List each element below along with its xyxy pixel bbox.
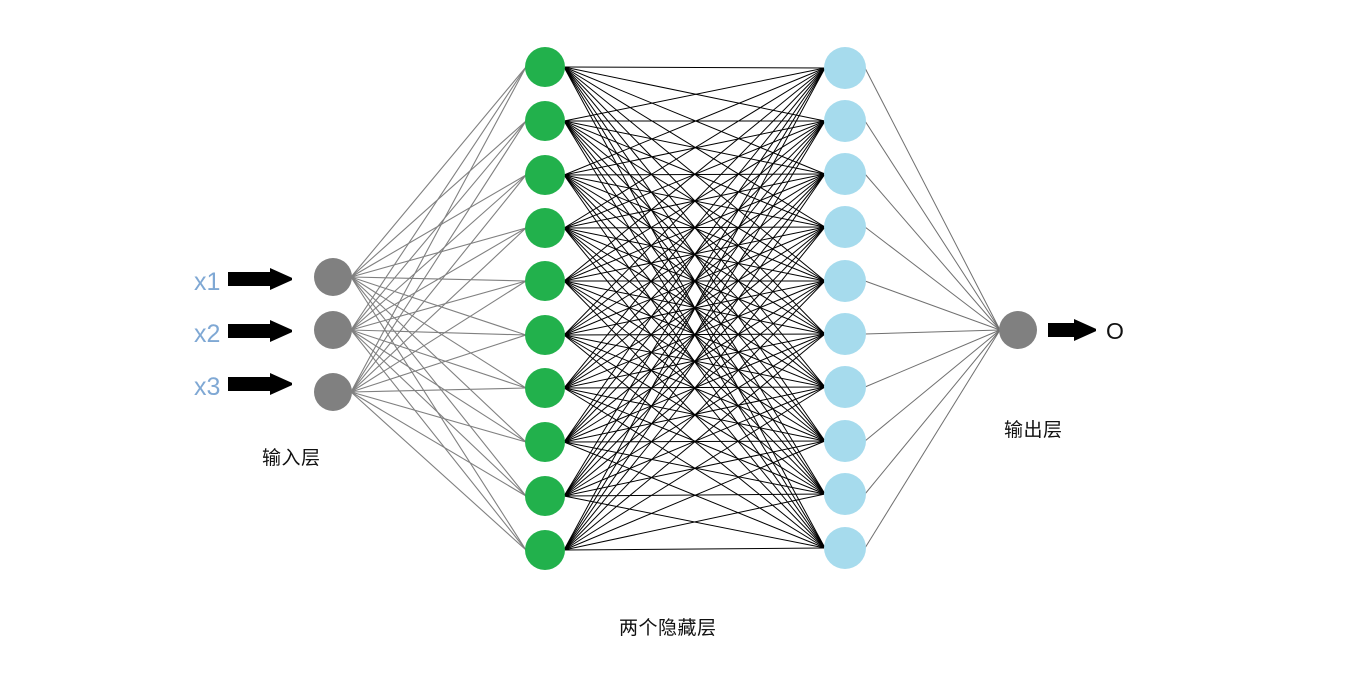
hidden2-node-2	[824, 100, 866, 142]
hidden1-node-6	[525, 315, 565, 355]
input-node-1	[314, 258, 352, 296]
hidden1-node-4	[525, 208, 565, 248]
caption-hidden-layers: 两个隐藏层	[619, 618, 717, 639]
input-node-3	[314, 373, 352, 411]
input-arrow-1	[228, 268, 292, 290]
edge-group-hidden1-to-hidden2	[563, 66, 826, 551]
node-group-hidden-layer-1	[525, 47, 565, 570]
input-arrow-2	[228, 320, 292, 342]
arrow-group	[228, 268, 1096, 395]
caption-output-layer: 输出层	[1004, 420, 1063, 441]
hidden1-node-2	[525, 101, 565, 141]
hidden1-node-1	[525, 47, 565, 87]
hidden2-node-5	[824, 260, 866, 302]
hidden2-node-7	[824, 366, 866, 408]
hidden2-node-8	[824, 420, 866, 462]
output-arrow	[1048, 319, 1096, 341]
input-node-2	[314, 311, 352, 349]
output-node-1	[999, 311, 1037, 349]
edge-group-hidden2-to-output	[864, 67, 1001, 549]
input-label-x2: x2	[194, 320, 221, 348]
output-label-o: O	[1106, 318, 1124, 344]
hidden2-node-4	[824, 206, 866, 248]
hidden1-node-9	[525, 476, 565, 516]
hidden1-node-10	[525, 530, 565, 570]
hidden1-node-3	[525, 155, 565, 195]
node-group-output-layer	[999, 311, 1037, 349]
hidden2-node-6	[824, 313, 866, 355]
edge-group-input-to-hidden1	[350, 66, 527, 551]
node-group-input-layer	[314, 258, 352, 411]
input-arrow-3	[228, 373, 292, 395]
hidden2-node-1	[824, 47, 866, 89]
input-label-x1: x1	[194, 268, 221, 296]
hidden2-node-9	[824, 473, 866, 515]
caption-input-layer: 输入层	[262, 448, 321, 469]
hidden1-node-5	[525, 261, 565, 301]
hidden1-node-8	[525, 422, 565, 462]
input-label-x3: x3	[194, 373, 221, 401]
hidden1-node-7	[525, 368, 565, 408]
node-group-hidden-layer-2	[824, 47, 866, 569]
hidden2-node-10	[824, 527, 866, 569]
hidden2-node-3	[824, 153, 866, 195]
